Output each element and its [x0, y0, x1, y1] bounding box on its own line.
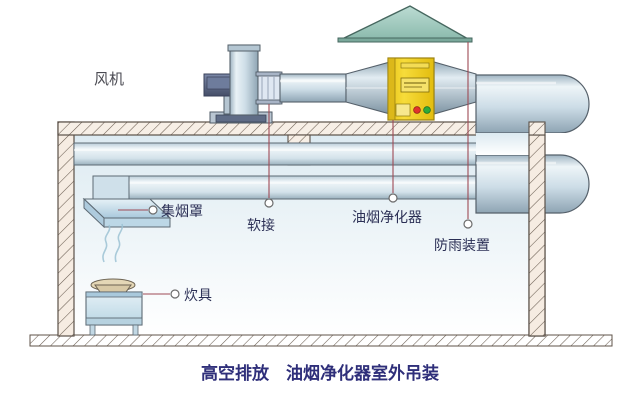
label-rain-device: 防雨装置 — [434, 238, 490, 254]
fume-purifier-unit — [387, 57, 435, 121]
right-wall-overlay — [528, 134, 546, 337]
inlet-transition-cone — [345, 61, 391, 115]
interior-duct-lower — [127, 175, 530, 200]
rooftop-duct — [279, 73, 347, 103]
right-wall-top — [528, 121, 546, 136]
steam-plume — [102, 223, 124, 263]
roof-slab — [57, 121, 546, 136]
flexible-connector — [255, 71, 283, 105]
stove-unit — [85, 223, 143, 336]
leader-lines — [118, 42, 473, 299]
duct-end-cap — [92, 175, 130, 200]
label-fan: 风机 — [94, 70, 124, 88]
purifier-side-panel — [387, 57, 396, 121]
diagram-caption: 高空排放 油烟净化器室外吊装 — [201, 363, 439, 384]
ground-hatch — [29, 334, 613, 347]
left-wall — [57, 121, 75, 337]
roof-fan-unit — [203, 44, 273, 124]
label-flex-connector: 软接 — [247, 217, 275, 234]
purifier-nameplate — [400, 77, 430, 93]
rain-protection-cap — [337, 5, 473, 43]
purifier-access-door — [395, 103, 411, 117]
fan-base-dark — [215, 114, 267, 123]
label-stove: 炊具 — [184, 288, 212, 304]
indicator-green — [423, 106, 431, 114]
purifier-top-vent — [400, 62, 430, 69]
indicator-red — [413, 106, 421, 114]
label-hood: 集烟罩 — [161, 203, 203, 220]
fan-riser-duct — [229, 44, 259, 116]
label-purifier: 油烟净化器 — [352, 210, 422, 226]
smoke-collection-hood — [82, 197, 172, 229]
fan-riser-top — [227, 44, 261, 52]
outlet-transition-cone — [433, 61, 477, 115]
